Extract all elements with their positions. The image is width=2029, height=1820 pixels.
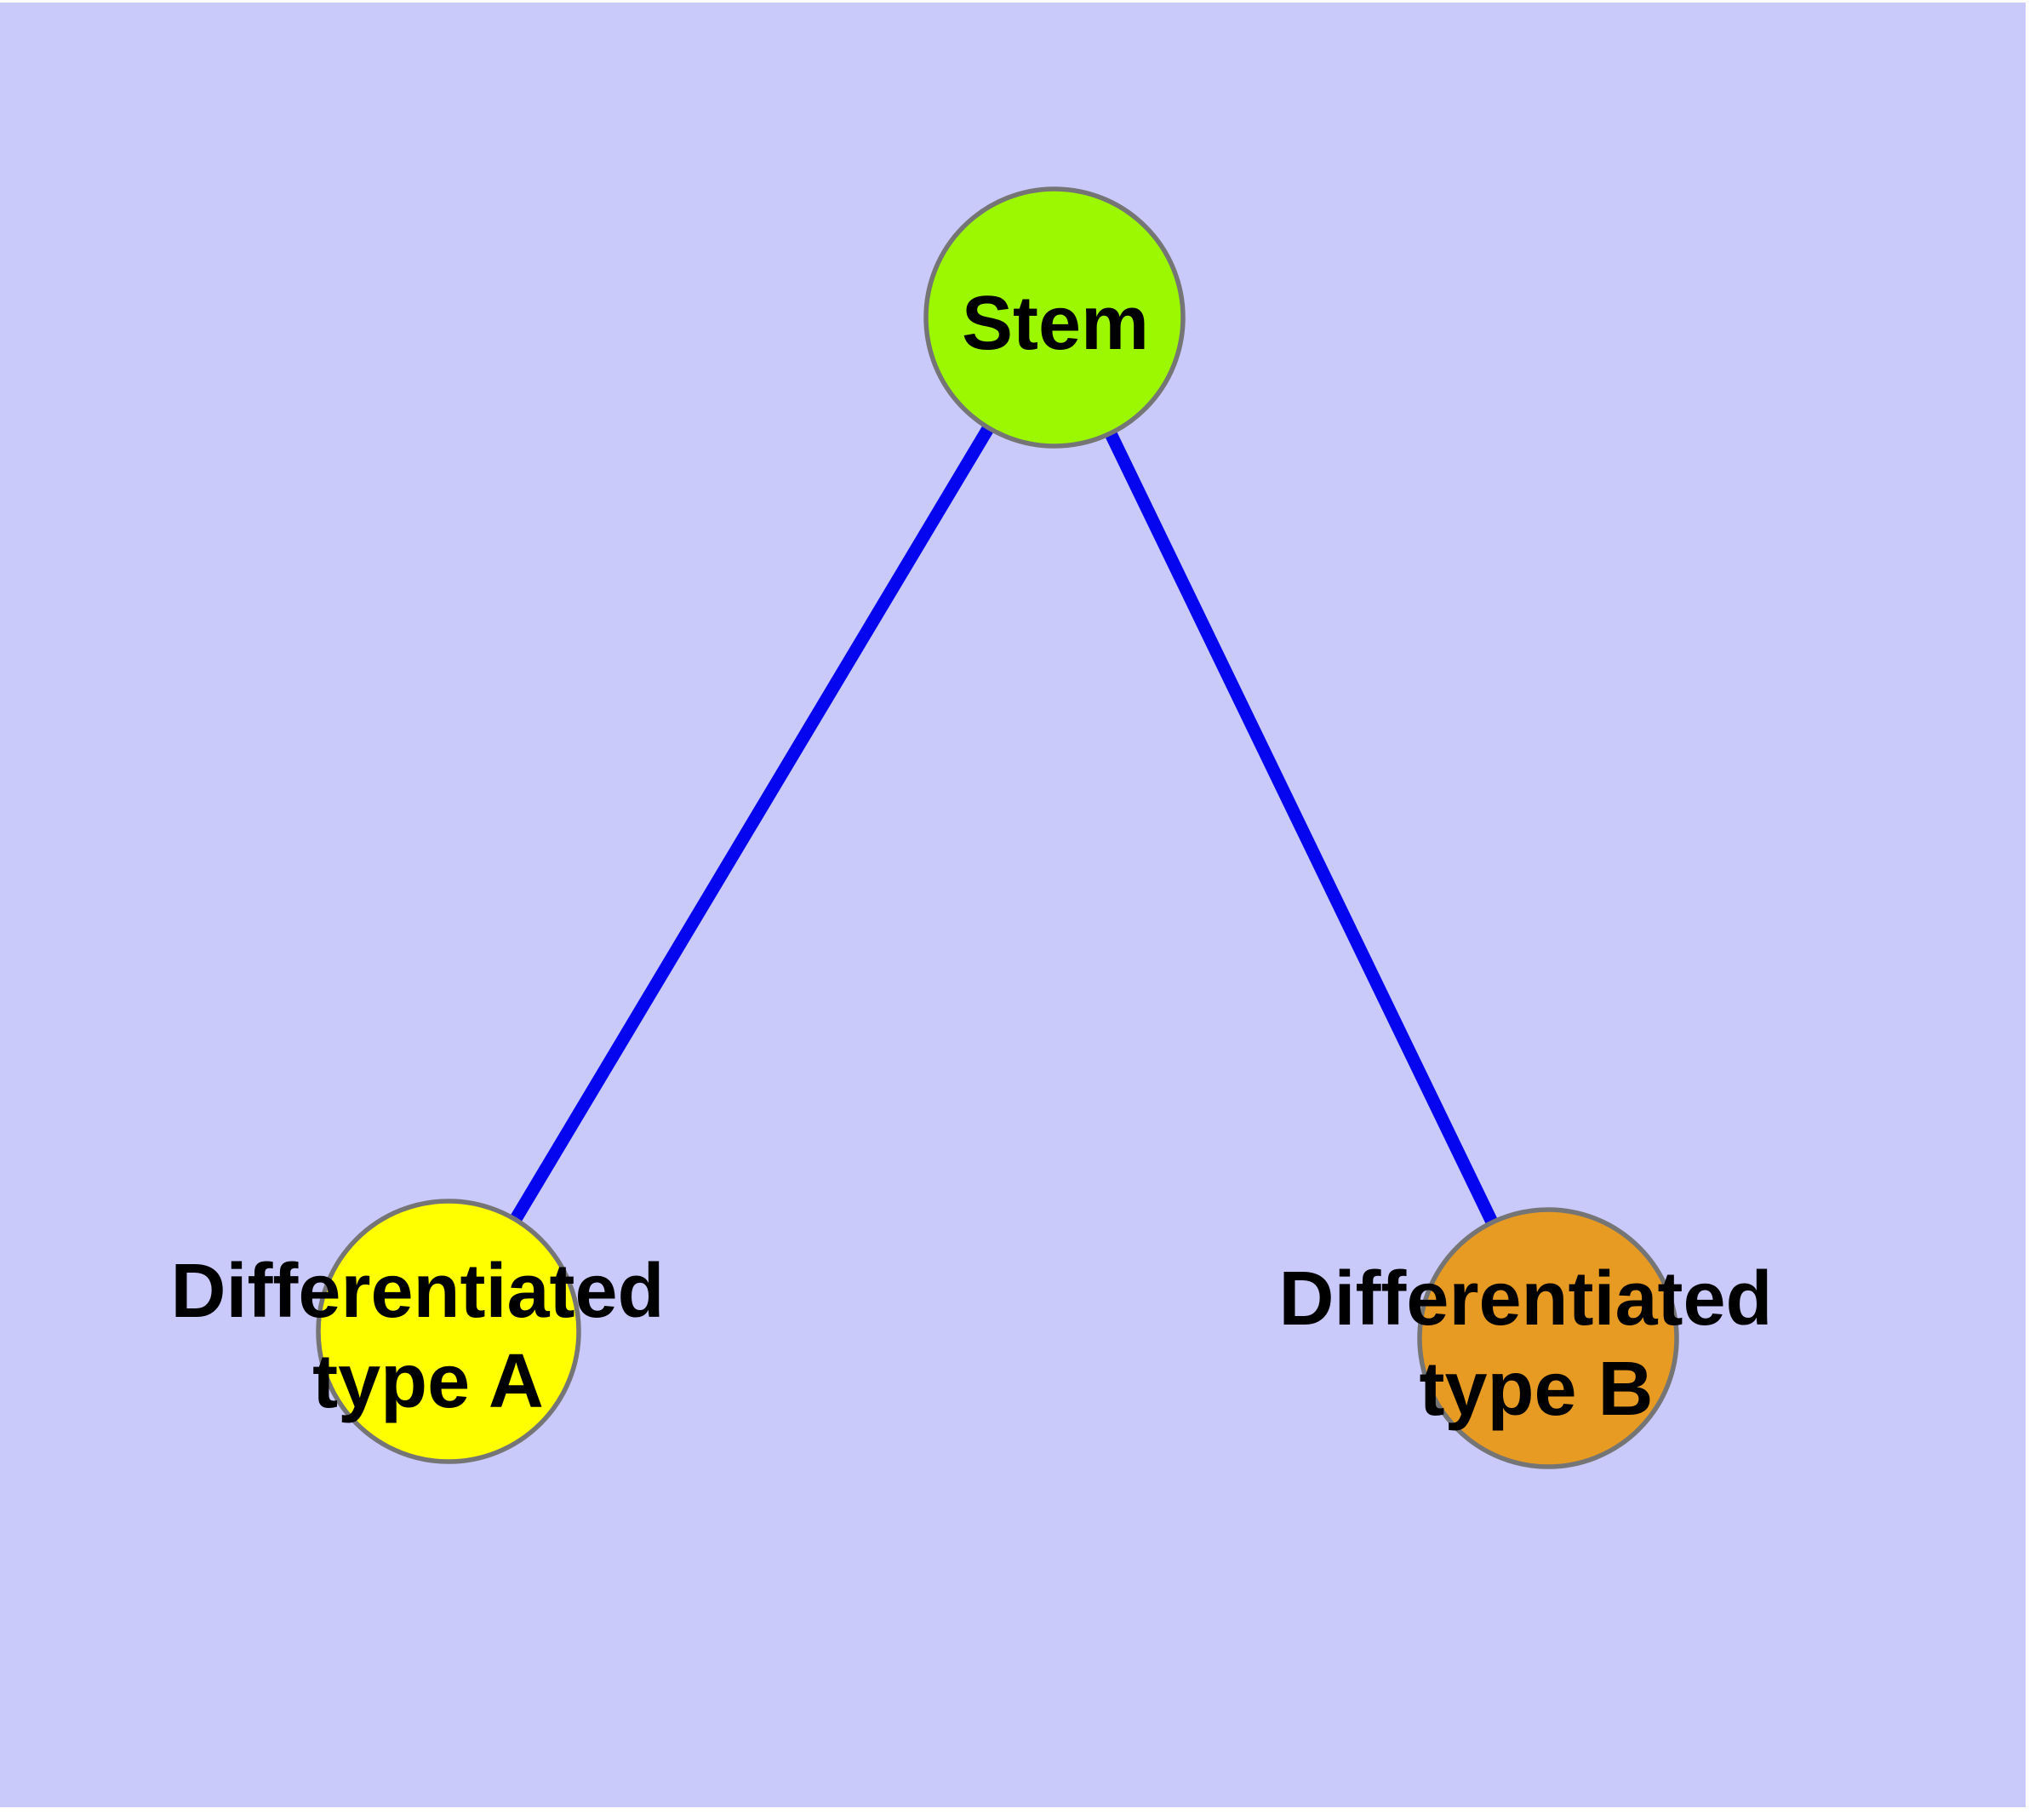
node-differentiated-type-b-label: Differentiated type B	[1278, 1256, 1793, 1432]
label-line-2: type B	[1419, 1347, 1653, 1432]
edge-stem-to-type-a	[443, 314, 1060, 1335]
label-line-2: type A	[312, 1339, 544, 1424]
node-differentiated-type-b	[1417, 1207, 1679, 1469]
node-labels: Stem Differentiated type A Differentiate…	[170, 281, 1793, 1432]
label-line-1: Differentiated	[1278, 1256, 1772, 1342]
label-line-1: Differentiated	[170, 1249, 664, 1334]
node-differentiated-type-a	[316, 1199, 581, 1464]
node-differentiated-type-a-label: Differentiated type A	[170, 1249, 685, 1424]
edge-stem-to-type-b	[1049, 314, 1554, 1342]
node-stem	[923, 186, 1186, 449]
node-stem-label: Stem	[962, 281, 1149, 366]
